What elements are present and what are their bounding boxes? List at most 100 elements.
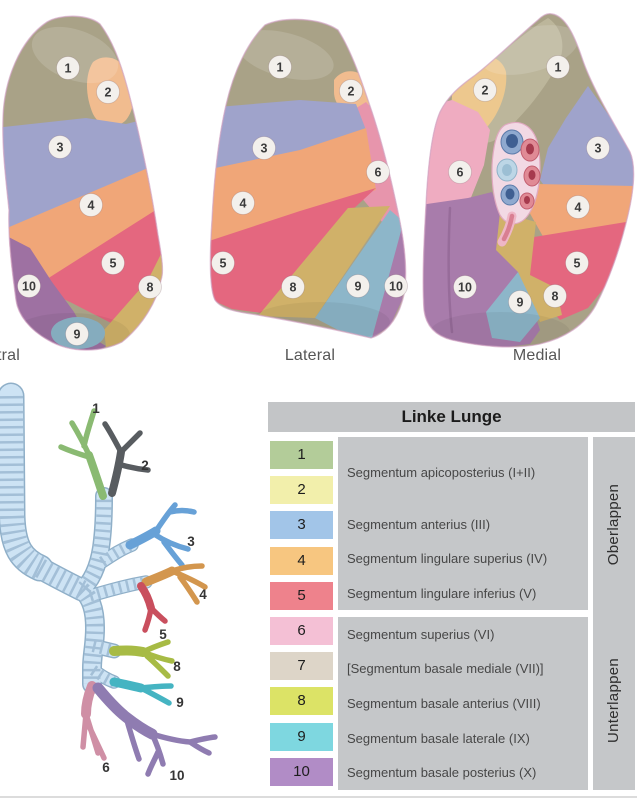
segment-3-region	[2, 118, 163, 237]
lung-ventral-view: 1 2 3 4 5 8 10 9	[2, 15, 164, 351]
branch-segment-6	[80, 681, 107, 761]
lateral-outline	[209, 18, 407, 339]
branch-segment-3	[125, 502, 197, 568]
caption-lateral: Lateral	[284, 347, 336, 364]
segment-8-region	[104, 246, 163, 347]
svg-text:10: 10	[458, 281, 472, 295]
svg-text:5: 5	[220, 257, 227, 271]
badge-9: 9	[65, 322, 89, 346]
svg-text:10: 10	[22, 280, 36, 294]
svg-text:4: 4	[88, 199, 95, 213]
unterlappen-label: Unterlappen	[605, 657, 623, 744]
tree-label-5: 5	[159, 627, 167, 642]
swatch-3: 3	[270, 511, 333, 539]
legend-entry: Segmentum basale posterius (X)	[347, 765, 537, 781]
svg-text:8: 8	[552, 290, 559, 304]
svg-text:2: 2	[105, 86, 112, 100]
svg-text:2: 2	[348, 85, 355, 99]
badge-1: 1	[546, 55, 570, 79]
swatch-10: 10	[270, 758, 333, 786]
swatch-8: 8	[270, 687, 333, 715]
badge-6: 6	[448, 160, 472, 184]
badge-4: 4	[231, 191, 255, 215]
tree-label-3: 3	[187, 534, 195, 549]
segment-4-region	[210, 128, 376, 246]
swatch-1: 1	[270, 441, 333, 469]
lobe-label-strip: Oberlappen Unterlappen	[593, 437, 635, 790]
swatch-7: 7	[270, 652, 333, 680]
ventral-outline	[2, 15, 164, 351]
svg-text:3: 3	[261, 142, 268, 156]
badge-8: 8	[543, 284, 567, 308]
badge-9: 9	[346, 274, 370, 298]
badge-10: 10	[453, 275, 477, 299]
svg-text:6: 6	[375, 166, 382, 180]
svg-text:8: 8	[290, 281, 297, 295]
caption-ventral: tral	[0, 347, 21, 364]
svg-text:9: 9	[517, 296, 524, 310]
medial-outline	[422, 13, 635, 348]
tree-label-8: 8	[173, 659, 181, 674]
svg-text:2: 2	[482, 84, 489, 98]
swatch-4: 4	[270, 547, 333, 575]
branch-segment-2	[102, 421, 151, 497]
swatch-5: 5	[270, 582, 333, 610]
lung-lateral-view: 1 2 3 4 5 6 8 9 10	[209, 18, 408, 339]
branch-segment-8	[109, 639, 175, 679]
swatch-6: 6	[270, 617, 333, 645]
badge-5: 5	[565, 251, 589, 275]
tree-label-2: 2	[141, 458, 149, 473]
svg-text:8: 8	[147, 281, 154, 295]
svg-text:5: 5	[574, 257, 581, 271]
tree-label-4: 4	[199, 587, 207, 602]
badge-1: 1	[56, 56, 80, 80]
svg-text:10: 10	[389, 280, 403, 294]
legend-unterlappen-panel: Segmentum superius (VI) [Segmentum basal…	[338, 617, 588, 790]
oberlappen-cell: Oberlappen	[593, 437, 635, 611]
svg-text:5: 5	[110, 257, 117, 271]
bronchial-tree: 1 2 3 4 5 8 9 6 10	[11, 396, 218, 783]
badge-8: 8	[281, 275, 305, 299]
badge-9: 9	[508, 290, 532, 314]
fissure-line	[447, 206, 454, 334]
badge-10: 10	[17, 274, 41, 298]
svg-text:4: 4	[240, 197, 247, 211]
badge-6: 6	[366, 160, 390, 184]
segment-5-region	[210, 188, 376, 313]
badge-1: 1	[268, 55, 292, 79]
legend-entry: Segmentum lingulare inferius (V)	[347, 585, 537, 601]
svg-text:3: 3	[57, 141, 64, 155]
segment-6-region	[423, 100, 490, 215]
badge-5: 5	[211, 251, 235, 275]
badge-3: 3	[252, 136, 276, 160]
badge-5: 5	[101, 251, 125, 275]
legend-entry: Segmentum apicoposterius (I+II)	[347, 464, 536, 480]
legend-title: Linke Lunge	[268, 402, 635, 432]
badge-3: 3	[586, 136, 610, 160]
tree-label-6: 6	[102, 760, 110, 775]
segment-4-region	[2, 168, 163, 288]
svg-text:1: 1	[555, 61, 562, 75]
tree-label-9: 9	[176, 695, 184, 710]
legend-entry: Segmentum basale laterale (IX)	[347, 730, 530, 746]
swatch-2: 2	[270, 476, 333, 504]
svg-text:9: 9	[74, 328, 81, 342]
legend-oberlappen-panel: Segmentum apicoposterius (I+II) Segmentu…	[338, 437, 588, 610]
caption-medial: Medial	[512, 347, 562, 364]
legend-entry: Segmentum basale anterius (VIII)	[347, 695, 541, 711]
branch-segment-9	[109, 677, 174, 706]
legend-entry: Segmentum lingulare superius (IV)	[347, 551, 548, 566]
svg-text:4: 4	[575, 201, 582, 215]
lung-medial-view: 1 2 3 4 5 6 8 9 10	[422, 13, 635, 348]
branch-segment-10	[92, 682, 218, 777]
svg-text:3: 3	[595, 142, 602, 156]
svg-text:6: 6	[457, 166, 464, 180]
badge-10: 10	[384, 274, 408, 298]
oberlappen-label: Oberlappen	[605, 483, 623, 565]
legend-entry: [Segmentum basale mediale (VII)]	[347, 661, 544, 677]
badge-8: 8	[138, 275, 162, 299]
branch-segment-4	[141, 563, 208, 605]
unterlappen-cell: Unterlappen	[593, 611, 635, 790]
svg-text:1: 1	[277, 61, 284, 75]
badge-3: 3	[48, 135, 72, 159]
